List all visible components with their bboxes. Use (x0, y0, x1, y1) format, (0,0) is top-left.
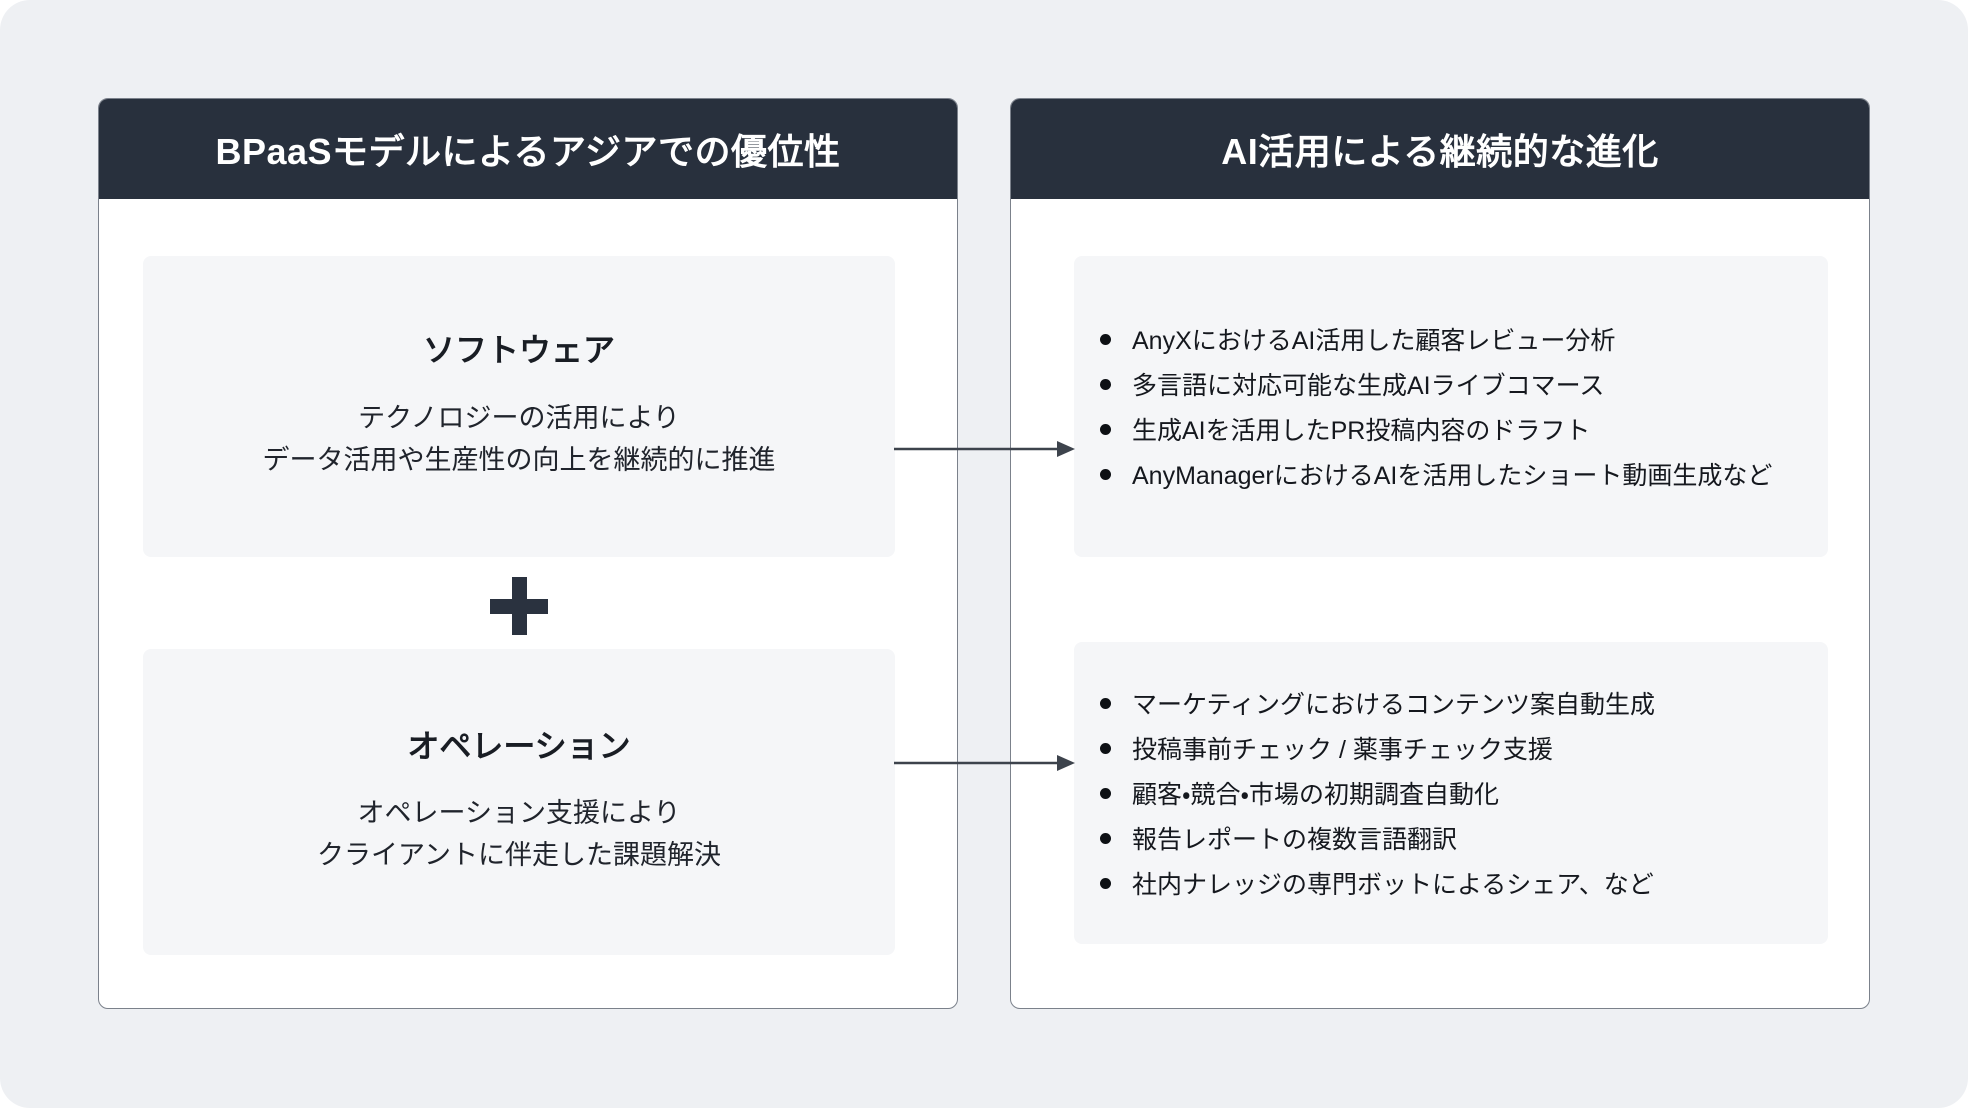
plus-icon (490, 577, 548, 635)
software-box-description: テクノロジーの活用により データ活用や生産性の向上を継続的に推進 (263, 398, 776, 482)
operation-box-title: オペレーション (407, 727, 631, 764)
operation-desc-line2: クライアントに伴走した課題解決 (317, 840, 721, 871)
operation-box: オペレーション オペレーション支援により クライアントに伴走した課題解決 (143, 649, 895, 955)
ai-panel: AI活用による継続的な進化 AnyXにおけるAI活用した顧客レビュー分析 多言語… (1010, 98, 1870, 1009)
list-item: 報告レポートの複数言語翻訳 (1074, 816, 1798, 861)
list-item: マーケティングにおけるコンテンツ案自動生成 (1074, 681, 1798, 726)
list-item: 顧客・競合・市場の初期調査自動化 (1074, 771, 1798, 816)
ai-software-box: AnyXにおけるAI活用した顧客レビュー分析 多言語に対応可能な生成AIライブコ… (1074, 256, 1828, 557)
arrow-right-icon (894, 755, 1075, 771)
ai-software-list: AnyXにおけるAI活用した顧客レビュー分析 多言語に対応可能な生成AIライブコ… (1074, 256, 1828, 557)
arrow-right-icon (894, 441, 1075, 457)
list-item: 生成AIを活用したPR投稿内容のドラフト (1074, 407, 1798, 452)
list-item: AnyXにおけるAI活用した顧客レビュー分析 (1074, 317, 1798, 362)
software-box-title: ソフトウェア (422, 332, 615, 369)
bpaas-panel: BPaaSモデルによるアジアでの優位性 ソフトウェア テクノロジーの活用により … (98, 98, 958, 1009)
list-item: AnyManagerにおけるAIを活用したショート動画生成など (1074, 452, 1798, 497)
software-desc-line1: テクノロジーの活用により (358, 402, 680, 433)
ai-operation-list: マーケティングにおけるコンテンツ案自動生成 投稿事前チェック / 薬事チェック支… (1074, 642, 1828, 944)
software-box: ソフトウェア テクノロジーの活用により データ活用や生産性の向上を継続的に推進 (143, 256, 895, 557)
software-desc-line2: データ活用や生産性の向上を継続的に推進 (262, 444, 776, 475)
ai-panel-title: AI活用による継続的な進化 (1221, 131, 1659, 172)
list-item: 多言語に対応可能な生成AIライブコマース (1074, 362, 1798, 407)
operation-desc-line1: オペレーション支援により (357, 798, 681, 829)
ai-panel-header: AI活用による継続的な進化 (1011, 99, 1869, 199)
list-item: 投稿事前チェック / 薬事チェック支援 (1074, 726, 1798, 771)
list-item: 社内ナレッジの専門ボットによるシェア、など (1074, 861, 1798, 906)
bpaas-panel-title: BPaaSモデルによるアジアでの優位性 (215, 131, 841, 172)
operation-box-description: オペレーション支援により クライアントに伴走した課題解決 (317, 793, 721, 877)
bpaas-panel-header: BPaaSモデルによるアジアでの優位性 (99, 99, 957, 199)
ai-operation-box: マーケティングにおけるコンテンツ案自動生成 投稿事前チェック / 薬事チェック支… (1074, 642, 1828, 944)
